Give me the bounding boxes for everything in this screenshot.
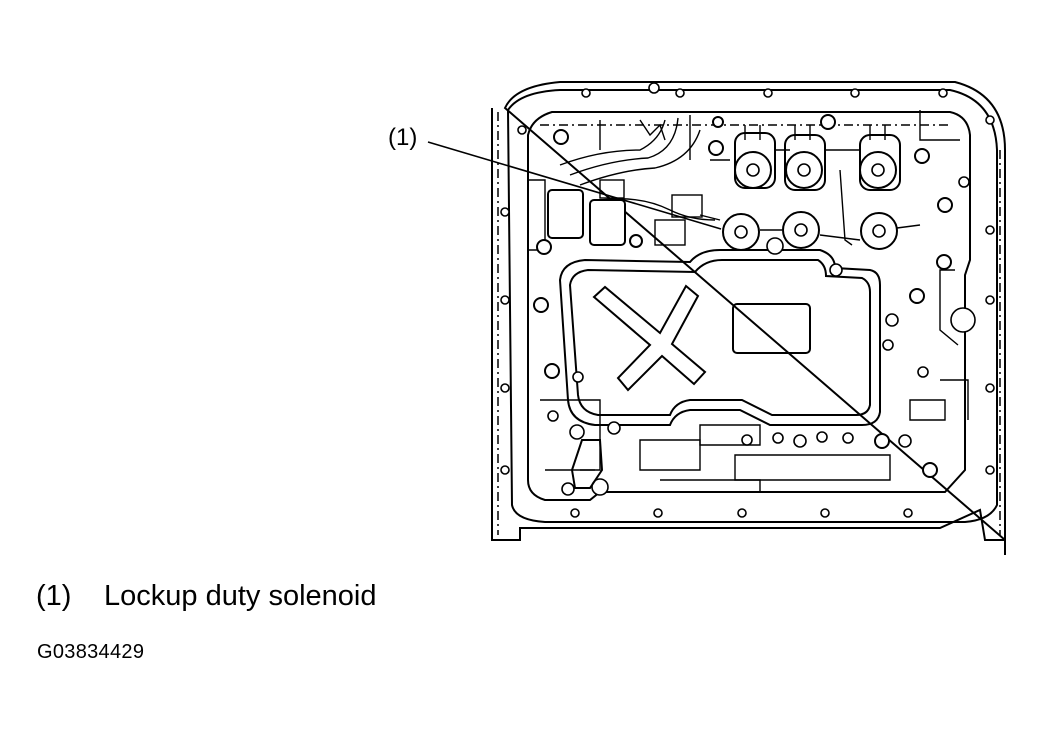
- legend: (1) Lockup duty solenoid: [36, 580, 376, 613]
- legend-item-text: Lockup duty solenoid: [104, 580, 377, 612]
- valve-body-bolts: [533, 82, 976, 496]
- solenoid-lower-row: [699, 169, 921, 251]
- callout-leader-line: [427, 141, 722, 230]
- figure-id: G03834429: [37, 641, 145, 663]
- oil-pan-outline: [491, 81, 1006, 555]
- solenoid-upper-row: [710, 125, 901, 191]
- pan-bolt-holes: [500, 88, 995, 518]
- callout-label: (1): [388, 124, 417, 151]
- legend-item-number: (1): [36, 580, 72, 612]
- oil-strainer: [558, 249, 881, 426]
- lower-connector: [570, 439, 604, 489]
